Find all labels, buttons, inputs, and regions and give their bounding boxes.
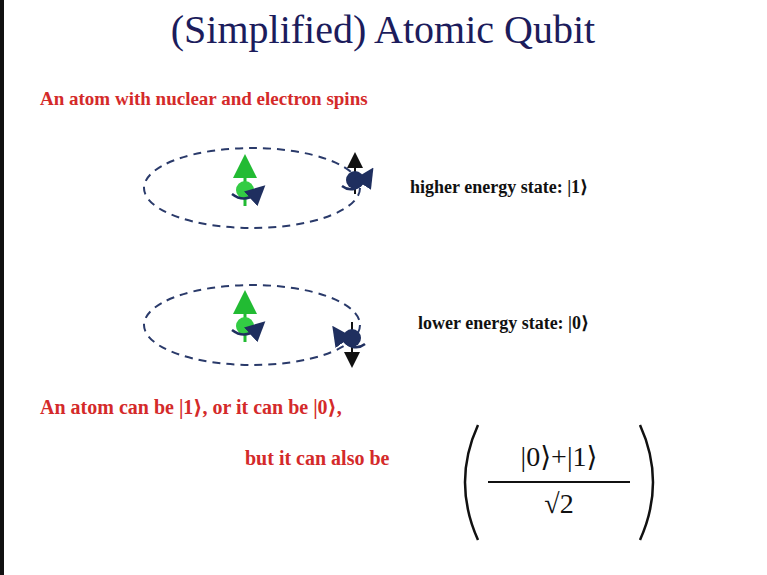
subtitle: An atom with nuclear and electron spins	[40, 88, 368, 110]
formula-denominator: √2	[544, 488, 573, 520]
slide-edge	[0, 0, 4, 575]
state-label: higher energy state: |1⟩	[410, 176, 588, 198]
note-text: but it can also be	[245, 447, 389, 470]
spin-rotation	[338, 334, 365, 347]
slide-title: (Simplified) Atomic Qubit	[171, 6, 595, 53]
note-text: An atom can be |1⟩, or it can be |0⟩,	[40, 395, 342, 419]
orbit	[144, 148, 360, 228]
spin-rotation	[232, 328, 258, 335]
parenthesis	[465, 425, 478, 540]
parenthesis	[640, 425, 653, 540]
electron	[346, 171, 364, 189]
spin-rotation	[342, 176, 368, 189]
state-label: lower energy state: |0⟩	[418, 312, 589, 334]
spin-rotation	[232, 192, 258, 199]
formula-numerator: |0⟩+|1⟩	[521, 440, 598, 473]
fraction-bar	[488, 481, 630, 483]
orbit	[144, 285, 360, 365]
